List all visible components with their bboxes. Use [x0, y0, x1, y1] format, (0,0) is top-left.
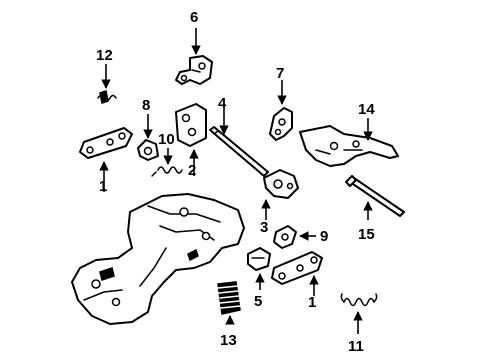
callout-1-lower: 1 — [308, 294, 316, 311]
part-column-housing — [71, 193, 245, 325]
part-6-bracket — [175, 55, 213, 85]
part-1-link-lower — [271, 251, 323, 285]
part-11-spring — [340, 293, 378, 307]
part-7-bracket — [269, 107, 293, 141]
callout-9: 9 — [320, 228, 328, 245]
callout-4: 4 — [218, 95, 227, 112]
part-2-plate — [175, 103, 207, 147]
callout-8: 8 — [142, 97, 150, 114]
part-12-spring — [97, 90, 117, 104]
part-9-bracket — [273, 225, 297, 249]
callout-3: 3 — [260, 219, 268, 236]
callout-1-upper: 1 — [99, 178, 107, 195]
part-5-switch — [247, 247, 271, 271]
callout-7: 7 — [276, 65, 284, 82]
part-14-latch — [299, 125, 399, 167]
part-13-spring — [217, 281, 241, 315]
callout-5: 5 — [254, 293, 262, 310]
callout-2: 2 — [188, 162, 196, 179]
part-1-link-upper — [79, 127, 133, 159]
callout-6: 6 — [190, 9, 198, 26]
part-3-lever — [263, 169, 299, 199]
callout-10: 10 — [158, 131, 175, 148]
part-4-shaft — [209, 126, 269, 177]
callout-13: 13 — [220, 332, 237, 349]
callout-12: 12 — [96, 47, 113, 64]
callout-15: 15 — [358, 226, 375, 243]
part-15-bolt — [345, 175, 405, 217]
callout-11: 11 — [348, 338, 364, 355]
part-8-pivot — [137, 139, 159, 161]
callout-14: 14 — [358, 101, 375, 118]
part-10-spring — [151, 166, 183, 177]
